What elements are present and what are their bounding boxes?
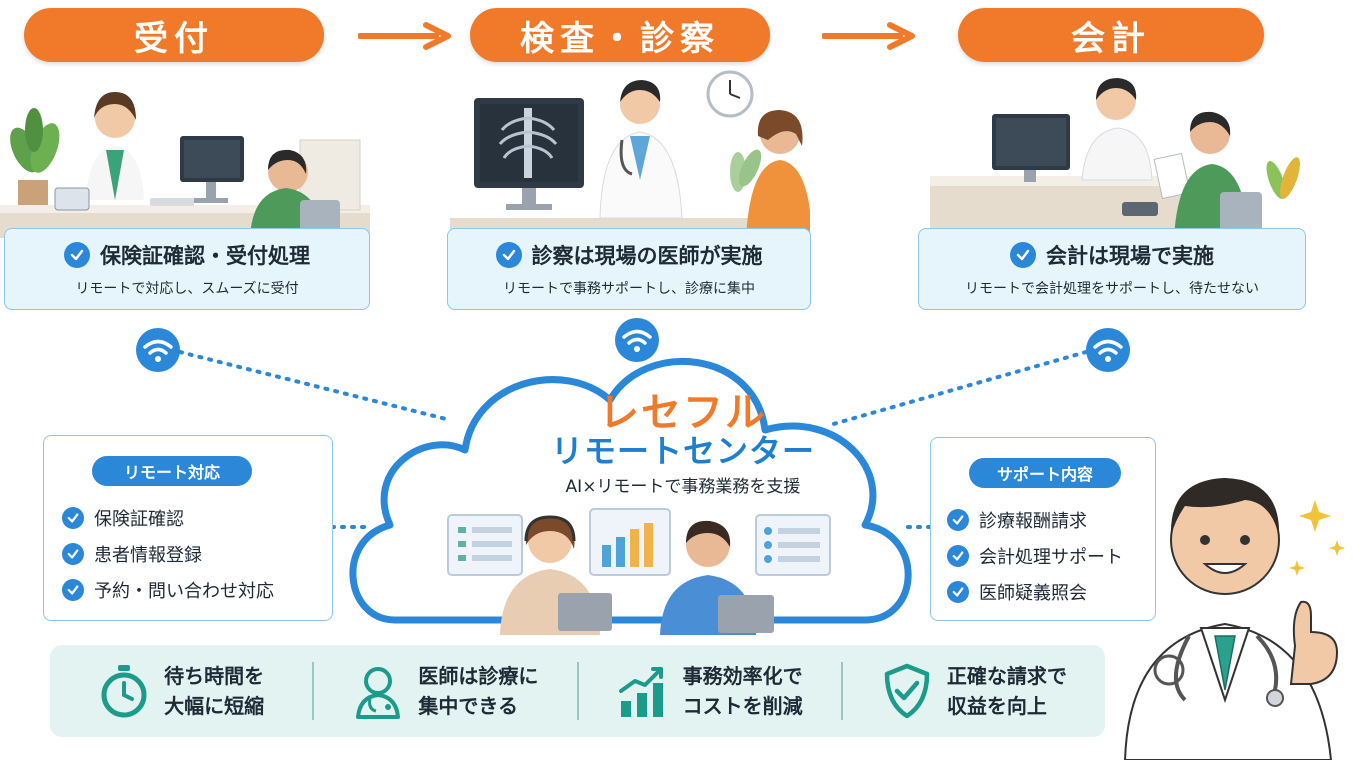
check-circle-icon: [947, 509, 969, 531]
check-circle-icon: [947, 545, 969, 567]
remote-operators-illustration: [447, 508, 831, 635]
checkout-scene-illustration: [930, 78, 1300, 238]
list-item-label: 患者情報登録: [94, 545, 202, 566]
divider: [576, 662, 579, 720]
step-card-reception: 保険証確認・受付処理 リモートで対応し、スムーズに受付: [4, 228, 370, 310]
doctor-icon: [356, 667, 401, 719]
list-item: 会計処理サポート: [947, 538, 1123, 574]
step-title: 会計は現場で実施: [1046, 244, 1214, 268]
benefit-line: 収益を向上: [946, 694, 1047, 718]
list-item-label: 診療報酬請求: [979, 511, 1087, 532]
benefit-line: 待ち時間を: [164, 664, 265, 688]
center-name: リモートセンター: [550, 432, 815, 470]
benefits-bar: 待ち時間を 大幅に短縮 医師は診療に 集中できる 事務効率化で コストを削減: [50, 645, 1105, 737]
stage-header-exam: 検査・診察: [470, 8, 770, 62]
step-card-checkout: 会計は現場で実施 リモートで会計処理をサポートし、待たせない: [918, 228, 1306, 310]
list-item-label: 会計処理サポート: [979, 547, 1123, 568]
list-item: 医師疑義照会: [947, 574, 1123, 610]
wifi-icon: [1086, 328, 1130, 372]
wifi-icon: [136, 328, 180, 372]
check-circle-icon: [64, 242, 90, 268]
step-description: リモートで対応し、スムーズに受付: [75, 281, 299, 297]
check-circle-icon: [62, 579, 84, 601]
step-description: リモートで事務サポートし、診療に集中: [503, 281, 755, 297]
benefit-item: 正確な請求で 収益を向上: [843, 661, 1105, 721]
divider: [312, 662, 315, 720]
growth-chart-icon: [618, 667, 663, 717]
benefit-line: 集中できる: [418, 694, 518, 718]
center-tagline: AI×リモートで事務業務を支援: [565, 477, 801, 497]
list-item: 診療報酬請求: [947, 502, 1123, 538]
support-content-title: サポート内容: [969, 458, 1121, 488]
check-circle-icon: [1010, 242, 1036, 268]
step-title: 保険証確認・受付処理: [100, 244, 310, 268]
list-item-label: 予約・問い合わせ対応: [94, 581, 274, 602]
check-circle-icon: [62, 543, 84, 565]
remote-tasks-title: リモート対応: [92, 456, 252, 486]
benefit-item: 医師は診療に 集中できる: [314, 661, 576, 721]
arrow-right-icon: [358, 22, 451, 50]
arrow-right-icon: [822, 22, 915, 50]
benefit-line: 事務効率化で: [682, 664, 803, 688]
list-item: 保険証確認: [62, 500, 274, 536]
benefit-item: 待ち時間を 大幅に短縮: [50, 661, 312, 721]
stage-header-checkout: 会計: [958, 8, 1264, 62]
brand-title: レセフル: [599, 390, 767, 436]
list-item-label: 保険証確認: [94, 509, 184, 530]
step-card-exam: 診察は現場の医師が実施 リモートで事務サポートし、診療に集中: [447, 228, 811, 310]
benefit-item: 事務効率化で コストを削減: [579, 661, 841, 721]
step-title: 診察は現場の医師が実施: [531, 244, 763, 268]
shield-check-icon: [884, 663, 930, 719]
wifi-icon: [615, 318, 659, 362]
list-item: 予約・問い合わせ対応: [62, 572, 274, 608]
step-description: リモートで会計処理をサポートし、待たせない: [965, 281, 1259, 297]
check-circle-icon: [947, 581, 969, 603]
check-circle-icon: [495, 242, 522, 268]
list-item: 患者情報登録: [62, 536, 274, 572]
benefit-line: 大幅に短縮: [164, 694, 265, 718]
reception-scene-illustration: [0, 92, 370, 238]
check-circle-icon: [62, 507, 84, 529]
divider: [840, 662, 843, 720]
support-content-box: サポート内容 診療報酬請求 会計処理サポート 医師疑義照会: [930, 437, 1156, 621]
benefit-line: 正確な請求で: [946, 664, 1067, 688]
doctor-thumbs-up-illustration: [1123, 478, 1345, 760]
list-item-label: 医師疑義照会: [979, 583, 1087, 604]
benefit-line: コストを削減: [682, 694, 803, 718]
remote-tasks-box: リモート対応 保険証確認 患者情報登録 予約・問い合わせ対応: [43, 435, 333, 621]
benefit-line: 医師は診療に: [418, 664, 539, 688]
stopwatch-icon: [101, 665, 147, 718]
stage-header-reception: 受付: [24, 8, 324, 62]
